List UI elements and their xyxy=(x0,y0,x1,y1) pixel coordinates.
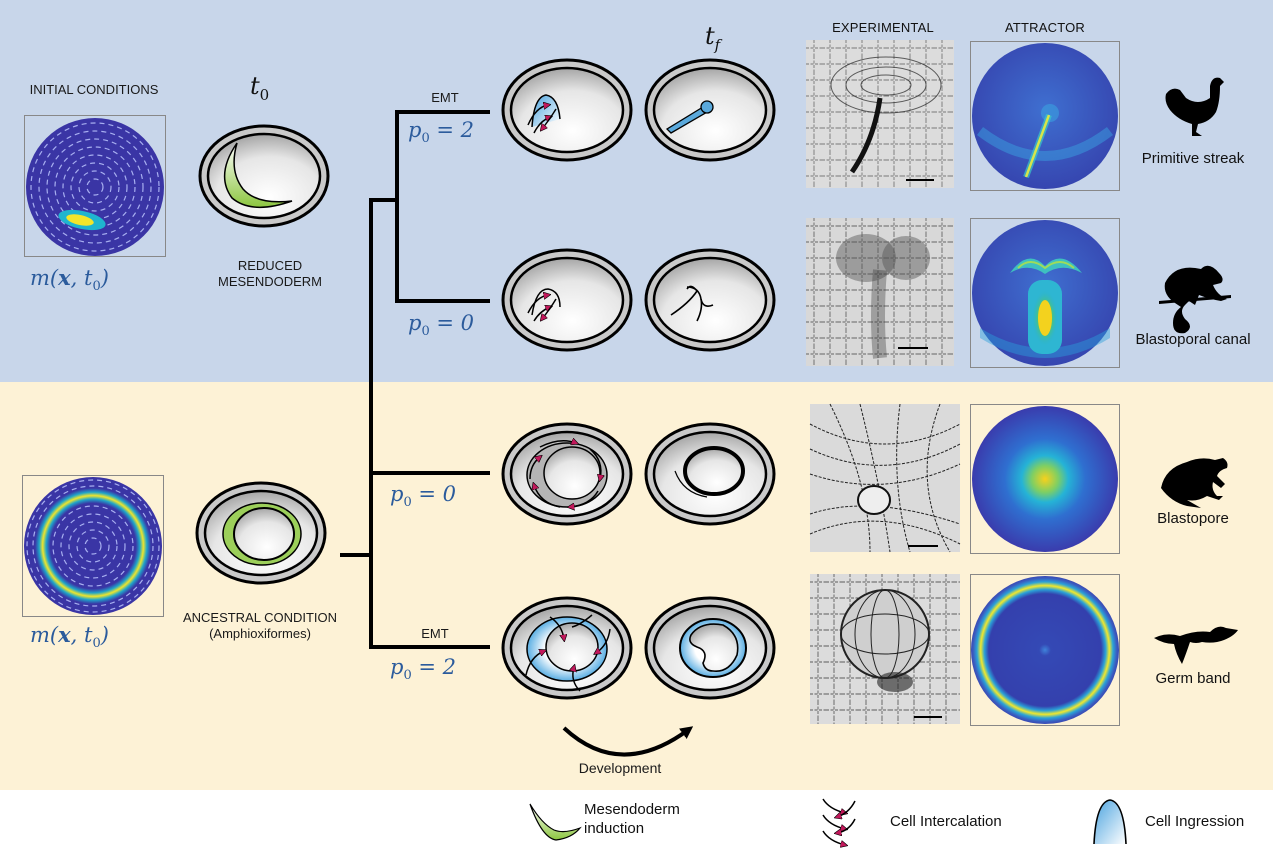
ancestral-condition-label: ANCESTRAL CONDITION (Amphioxiformes) xyxy=(182,610,338,641)
branch-line-1 xyxy=(395,110,490,114)
fish-icon xyxy=(1154,626,1238,664)
frog-icon xyxy=(1161,458,1228,508)
branch-4-param: p0 = 2 xyxy=(390,655,457,684)
embryo-stage-2-final xyxy=(644,248,776,352)
embryo-stage-3-early xyxy=(501,422,633,526)
initial-field-plot-bottom xyxy=(22,475,164,617)
mesendoderm-crescent-icon xyxy=(223,142,293,209)
experimental-image-blastoporal-canal xyxy=(806,218,954,366)
development-label: Development xyxy=(578,760,662,776)
tree-link-top xyxy=(369,198,399,202)
embryo-stage-4-early xyxy=(501,596,633,700)
branch-4-mechanism: EMT xyxy=(421,626,449,641)
attractor-plot-blastoporal-canal xyxy=(970,218,1120,368)
species-label-blastopore: Blastopore xyxy=(1157,510,1229,527)
tree-subtrunk-top xyxy=(395,110,399,301)
attractor-plot-blastopore xyxy=(970,404,1120,554)
branch-2-param: p0 = 0 xyxy=(408,311,475,340)
experimental-header: EXPERIMENTAL xyxy=(832,20,934,35)
attractor-plot-germ-band xyxy=(970,574,1120,726)
branch-line-2 xyxy=(395,299,490,303)
experimental-image-blastopore xyxy=(809,403,961,553)
initial-field-plot-top xyxy=(24,115,166,257)
tf-label: tf xyxy=(705,22,721,54)
branch-line-3 xyxy=(369,471,490,475)
legend-mesendoderm-crescent-icon xyxy=(529,803,582,841)
tree-trunk xyxy=(369,198,373,647)
experimental-image-germ-band xyxy=(810,574,960,724)
species-label-primitive-streak: Primitive streak xyxy=(1141,150,1245,167)
branch-line-4 xyxy=(369,645,490,649)
legend-cell-intercalation-arrows-icon xyxy=(822,798,856,849)
attractor-plot-primitive-streak xyxy=(970,41,1120,191)
legend-mesendoderm-label: Mesendoderm induction xyxy=(584,801,680,837)
legend-cell-ingression-label: Cell Ingression xyxy=(1145,813,1245,830)
embryo-stage-4-final xyxy=(644,596,776,700)
chicken-icon xyxy=(1165,77,1224,136)
embryo-stage-2-early xyxy=(501,248,633,352)
initial-conditions-label: INITIAL CONDITIONS xyxy=(29,82,159,97)
branch-1-param: p0 = 2 xyxy=(408,118,475,147)
legend-cell-intercalation-label: Cell Intercalation xyxy=(890,813,1002,830)
branch-3-param: p0 = 0 xyxy=(390,482,457,511)
legend-cell-ingression-dome-icon xyxy=(1093,799,1127,845)
embryo-stage-3-final xyxy=(644,422,776,526)
field-label-top: m(x, t0) xyxy=(30,265,109,295)
reduced-mesendoderm-label: REDUCED MESENDODERM xyxy=(217,258,322,289)
attractor-header: ATTRACTOR xyxy=(1004,20,1086,35)
tree-stub-ancestral xyxy=(340,553,373,557)
embryo-stage-1-final xyxy=(644,58,776,162)
branch-1-mechanism: EMT xyxy=(431,90,459,105)
ancestral-condition-embryo xyxy=(195,481,327,585)
species-label-germ-band: Germ band xyxy=(1155,670,1231,687)
development-arrow-icon xyxy=(562,726,694,757)
field-label-bottom: m(x, t0) xyxy=(30,622,109,652)
species-label-blastoporal-canal: Blastoporal canal xyxy=(1135,331,1251,348)
reduced-mesendoderm-embryo xyxy=(198,124,330,228)
embryo-stage-1-early xyxy=(501,58,633,162)
t0-label: t0 xyxy=(250,72,270,104)
chameleon-icon xyxy=(1159,265,1231,334)
experimental-image-primitive-streak xyxy=(806,40,954,188)
